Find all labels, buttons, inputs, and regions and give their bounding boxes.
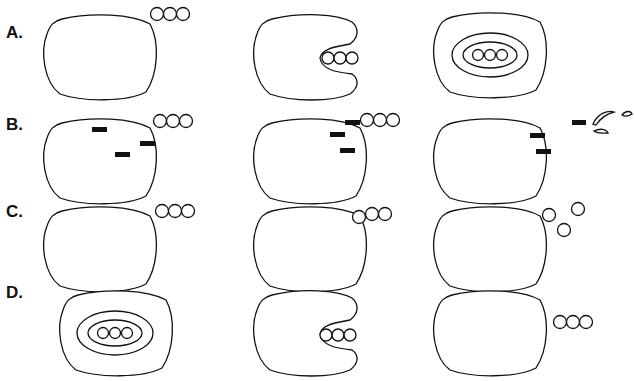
particle xyxy=(154,115,167,128)
row-label: B. xyxy=(6,116,23,133)
particle xyxy=(485,50,496,61)
row-label: C. xyxy=(6,203,23,220)
receptor xyxy=(572,120,586,125)
particle xyxy=(346,52,358,64)
particle xyxy=(320,329,332,341)
particle xyxy=(98,328,109,339)
phagosome-inner xyxy=(463,42,517,68)
particle xyxy=(177,8,190,21)
receptor xyxy=(345,120,360,125)
particle xyxy=(332,329,344,341)
particle xyxy=(497,50,508,61)
particle-group xyxy=(156,205,195,218)
cell-outline xyxy=(60,291,173,376)
particle xyxy=(180,115,193,128)
particle-group xyxy=(151,8,190,21)
particle xyxy=(473,50,484,61)
particle xyxy=(167,115,180,128)
cell-outline xyxy=(434,291,547,376)
particle-group xyxy=(154,115,193,128)
particle-group xyxy=(543,203,585,237)
particle xyxy=(156,205,169,218)
particle xyxy=(580,316,593,329)
particle xyxy=(122,328,133,339)
particle xyxy=(543,209,556,222)
particle xyxy=(110,328,121,339)
particle-group xyxy=(473,50,508,61)
particle xyxy=(334,52,346,64)
particle xyxy=(169,205,182,218)
particle-group xyxy=(554,316,593,329)
fragment xyxy=(593,111,614,125)
particle xyxy=(353,211,366,224)
particle-group xyxy=(361,114,400,127)
particle xyxy=(344,329,356,341)
particle xyxy=(366,208,379,221)
phagosome-outer xyxy=(452,33,528,77)
releasing-cell xyxy=(254,291,357,376)
receptor xyxy=(536,149,551,154)
particle xyxy=(164,8,177,21)
particle xyxy=(322,52,334,64)
phagosome-inner xyxy=(88,320,142,346)
particle xyxy=(387,114,400,127)
cell-outline xyxy=(434,13,547,98)
particle xyxy=(151,8,164,21)
receptor xyxy=(530,133,545,138)
engulfing-cell xyxy=(254,15,357,100)
particle xyxy=(361,114,374,127)
cell-outline xyxy=(254,207,367,292)
phagosome-outer xyxy=(77,311,153,355)
cell-outline xyxy=(44,119,157,204)
particle xyxy=(374,114,387,127)
particle-group xyxy=(98,328,133,339)
receptor xyxy=(340,148,355,153)
particle xyxy=(567,316,580,329)
fragment xyxy=(594,129,608,133)
cell-outline xyxy=(44,15,157,100)
receptor xyxy=(140,141,155,146)
particle-group xyxy=(353,208,392,224)
fragment xyxy=(622,112,632,117)
row-label: A. xyxy=(6,24,23,41)
cell-outline xyxy=(254,119,367,204)
receptor xyxy=(115,152,130,157)
row-label: D. xyxy=(6,284,23,301)
cell-outline xyxy=(434,119,547,204)
particle-group xyxy=(320,329,356,341)
particle xyxy=(379,208,392,221)
particle-fragments xyxy=(593,111,632,133)
particle xyxy=(558,224,571,237)
receptor xyxy=(330,132,345,137)
receptor xyxy=(92,127,107,132)
particle xyxy=(554,316,567,329)
cell-outline xyxy=(434,207,547,292)
particle xyxy=(182,205,195,218)
particle-group xyxy=(322,52,358,64)
particle xyxy=(572,203,585,216)
cell-outline xyxy=(44,207,157,292)
